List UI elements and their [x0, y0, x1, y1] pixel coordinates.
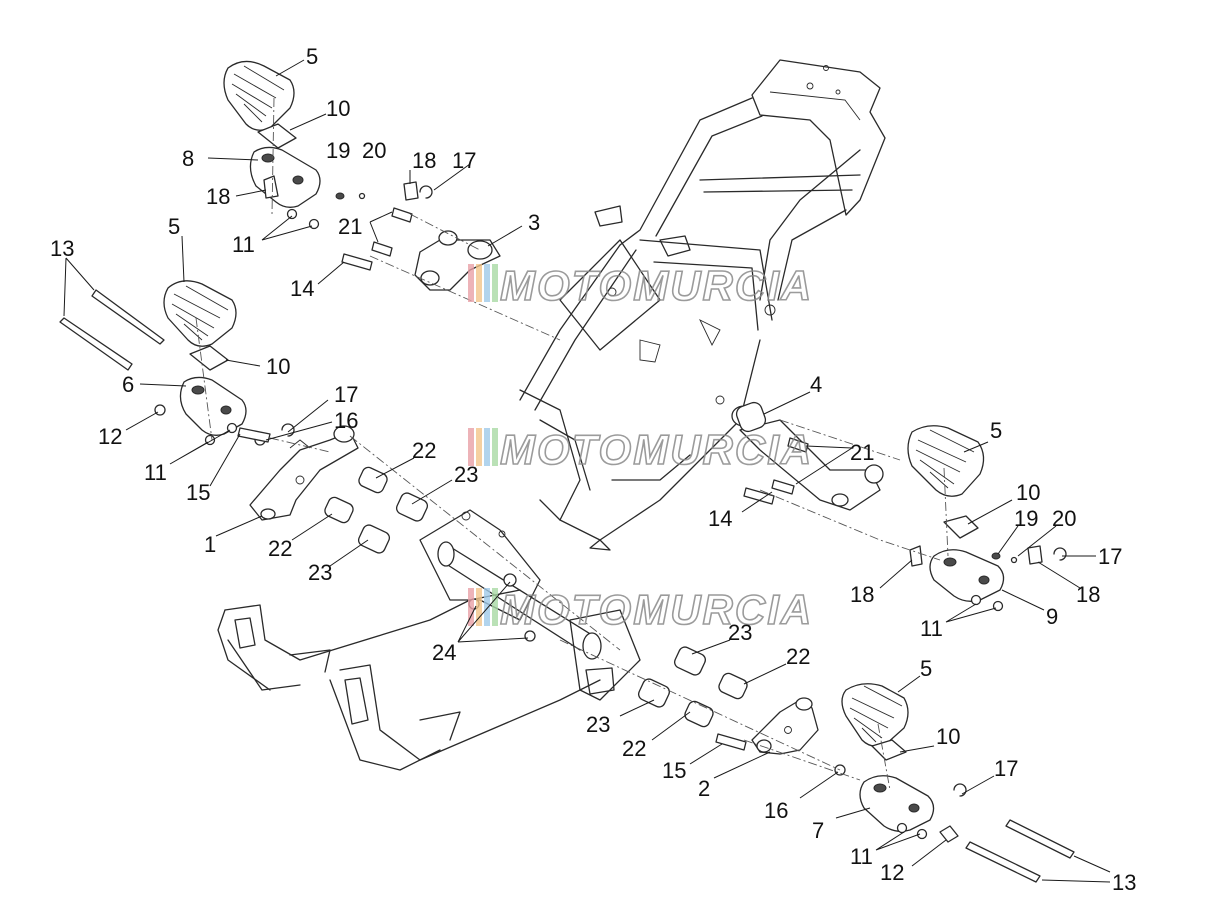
callout-5: 5 [168, 214, 180, 239]
watermark-top: MOTOMURCIA [468, 261, 813, 310]
assembly-center-lines [195, 97, 949, 791]
footpeg-rubber-top-left [223, 60, 295, 131]
callout-12: 12 [98, 424, 122, 449]
footpeg-body-6 [179, 376, 247, 436]
callout-8: 8 [182, 146, 194, 171]
watermark-bar [484, 428, 490, 466]
callout-18: 18 [206, 184, 230, 209]
footpeg-rubber-right-upper [907, 425, 985, 497]
callout-18: 18 [1076, 582, 1100, 607]
callout-16: 16 [334, 408, 358, 433]
callout-14: 14 [708, 506, 732, 531]
callout-9: 9 [1046, 604, 1058, 629]
watermark-bar [492, 428, 498, 466]
callout-22: 22 [412, 438, 436, 463]
watermark-bar [484, 264, 490, 302]
watermark-bar [476, 264, 482, 302]
watermark-bar [468, 264, 474, 302]
callout-13: 13 [50, 236, 74, 261]
callout-22: 22 [786, 644, 810, 669]
watermark-bar [484, 588, 490, 626]
callout-21: 21 [850, 440, 874, 465]
callout-11: 11 [850, 844, 873, 869]
main-frame [519, 59, 886, 551]
watermark-bar [476, 428, 482, 466]
callout-12: 12 [880, 860, 904, 885]
callout-3: 3 [528, 210, 540, 235]
callout-11: 11 [920, 616, 943, 641]
callout-5: 5 [990, 418, 1002, 443]
watermark-text: MOTOMURCIA [500, 586, 813, 633]
callout-20: 20 [1052, 506, 1076, 531]
callout-17: 17 [334, 382, 358, 407]
callout-15: 15 [662, 758, 686, 783]
callout-10: 10 [266, 354, 290, 379]
watermark-text: MOTOMURCIA [500, 262, 813, 309]
callout-18: 18 [412, 148, 436, 173]
callout-4: 4 [810, 372, 822, 397]
callout-16: 16 [764, 798, 788, 823]
watermark-bar [492, 588, 498, 626]
callout-11: 11 [232, 232, 255, 257]
callout-23: 23 [454, 462, 478, 487]
watermark-bar [468, 588, 474, 626]
callout-20: 20 [362, 138, 386, 163]
callout-10: 10 [326, 96, 350, 121]
callout-22: 22 [268, 536, 292, 561]
callout-10: 10 [936, 724, 960, 749]
callout-24: 24 [432, 640, 456, 665]
callout-5: 5 [920, 656, 932, 681]
callout-17: 17 [1098, 544, 1122, 569]
plates-10 [189, 123, 979, 761]
footpeg-rubber-right-lower [841, 683, 909, 747]
bracket-4 [731, 401, 884, 511]
callout-1: 1 [204, 532, 216, 557]
footpeg-body-7 [859, 775, 935, 832]
callout-5: 5 [306, 44, 318, 69]
footpeg-body-9 [929, 549, 1005, 602]
footrest-holder-1 [249, 425, 359, 521]
footrest-holder-2 [751, 697, 819, 755]
bushings [324, 466, 748, 728]
callout-2: 2 [698, 776, 710, 801]
callout-7: 7 [812, 818, 824, 843]
watermark-bar [468, 428, 474, 466]
footpeg-rubber-mid-left [163, 280, 237, 347]
callout-17: 17 [452, 148, 476, 173]
callout-19: 19 [1014, 506, 1038, 531]
callout-23: 23 [728, 620, 752, 645]
callout-15: 15 [186, 480, 210, 505]
callout-11: 11 [144, 460, 167, 485]
callout-14: 14 [290, 276, 314, 301]
footpeg-body-8 [249, 146, 321, 208]
callout-18: 18 [850, 582, 874, 607]
callout-10: 10 [1016, 480, 1040, 505]
leader-lines [63, 59, 1111, 883]
callout-17: 17 [994, 756, 1018, 781]
callout-22: 22 [622, 736, 646, 761]
watermark-middle: MOTOMURCIA [468, 425, 813, 474]
callout-13: 13 [1112, 870, 1136, 895]
callout-19: 19 [326, 138, 350, 163]
watermark-bottom: MOTOMURCIA [468, 585, 813, 634]
callout-21: 21 [338, 214, 362, 239]
watermark-bar [492, 264, 498, 302]
callout-6: 6 [122, 372, 134, 397]
callout-23: 23 [586, 712, 610, 737]
callout-23: 23 [308, 560, 332, 585]
watermark-bar [476, 588, 482, 626]
bracket-3 [414, 230, 501, 291]
watermark-text: MOTOMURCIA [500, 426, 813, 473]
center-stand [217, 509, 641, 771]
callout-labels: 5 10 8 19 20 18 17 18 11 21 3 14 13 5 10… [50, 44, 1136, 895]
